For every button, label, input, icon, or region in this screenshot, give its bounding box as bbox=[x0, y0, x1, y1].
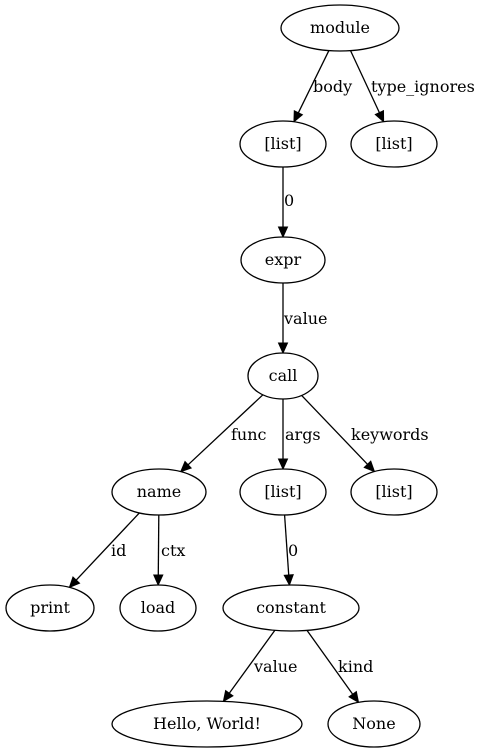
arrowhead-icon bbox=[179, 460, 193, 473]
edge-call-to-name: func bbox=[179, 394, 267, 473]
edge-label: body bbox=[313, 77, 352, 96]
edge-expr-to-call: value bbox=[277, 283, 327, 355]
edge-list3-to-constant: 0 bbox=[283, 514, 298, 587]
node-constant: constant bbox=[222, 584, 360, 632]
edge-line bbox=[306, 629, 354, 695]
nodes-layer: module [list] [list] expr call name [list] [lis… bbox=[5, 4, 438, 748]
node-label: constant bbox=[256, 598, 326, 617]
arrowhead-icon bbox=[374, 109, 385, 123]
edge-label: kind bbox=[338, 657, 373, 676]
node-expr: expr bbox=[240, 236, 326, 284]
edge-name-to-load: ctx bbox=[153, 514, 185, 587]
edge-list1-to-expr: 0 bbox=[277, 167, 294, 239]
node-ellipse bbox=[350, 468, 438, 516]
node-label: [list] bbox=[264, 482, 301, 501]
node-hello: Hello, World! bbox=[111, 700, 303, 748]
node-list4: [list] bbox=[350, 468, 438, 516]
edge-line bbox=[228, 629, 276, 694]
edge-label: 0 bbox=[284, 191, 294, 210]
edge-label: id bbox=[111, 541, 126, 560]
edge-line bbox=[349, 50, 380, 113]
node-ellipse bbox=[327, 700, 421, 748]
edge-label: ctx bbox=[161, 541, 185, 560]
node-ellipse bbox=[239, 120, 327, 168]
arrowhead-icon bbox=[283, 574, 294, 587]
arrowhead-icon bbox=[153, 574, 164, 587]
edge-constant-to-none: kind bbox=[306, 629, 373, 704]
edge-module-to-list1: body bbox=[293, 50, 352, 123]
arrowhead-icon bbox=[293, 110, 304, 123]
node-print: print bbox=[5, 584, 95, 632]
edge-label: 0 bbox=[288, 541, 298, 560]
edge-label: value bbox=[283, 309, 327, 328]
edge-constant-to-hello: value bbox=[222, 629, 297, 703]
edge-label: keywords bbox=[351, 425, 429, 444]
arrowhead-icon bbox=[277, 226, 289, 239]
edge-line bbox=[297, 50, 330, 114]
node-label: call bbox=[269, 366, 298, 385]
node-none: None bbox=[327, 700, 421, 748]
edge-call-to-list3: args bbox=[277, 399, 321, 471]
edge-module-to-list2: type_ignores bbox=[349, 50, 475, 123]
edge-label: value bbox=[253, 657, 297, 676]
edge-call-to-list4: keywords bbox=[301, 395, 429, 473]
node-label: [list] bbox=[375, 482, 412, 501]
node-ellipse bbox=[240, 236, 326, 284]
arrowhead-icon bbox=[348, 690, 360, 704]
edge-label: type_ignores bbox=[371, 77, 475, 96]
edges-layer: body type_ignores 0 value func args keywords id… bbox=[68, 50, 475, 704]
edge-line bbox=[187, 394, 264, 466]
node-label: None bbox=[352, 714, 395, 733]
node-label: load bbox=[141, 598, 176, 617]
edge-line bbox=[301, 395, 368, 465]
node-label: name bbox=[137, 482, 181, 501]
edge-line bbox=[283, 514, 290, 576]
arrowhead-icon bbox=[277, 342, 289, 355]
node-ellipse bbox=[111, 468, 207, 516]
arrowhead-icon bbox=[68, 576, 81, 589]
edge-label: args bbox=[285, 425, 321, 444]
node-ellipse bbox=[239, 468, 327, 516]
node-ellipse bbox=[280, 4, 400, 52]
node-label: module bbox=[310, 18, 370, 37]
node-ellipse bbox=[222, 584, 360, 632]
node-list3: [list] bbox=[239, 468, 327, 516]
node-module: module bbox=[280, 4, 400, 52]
edge-label: func bbox=[231, 425, 267, 444]
arrowhead-icon bbox=[222, 689, 234, 703]
node-load: load bbox=[119, 584, 197, 632]
node-label: [list] bbox=[264, 134, 301, 153]
node-ellipse bbox=[119, 584, 197, 632]
node-label: Hello, World! bbox=[153, 714, 261, 733]
arrowhead-icon bbox=[277, 458, 289, 471]
node-list1: [list] bbox=[239, 120, 327, 168]
edge-line bbox=[75, 512, 140, 581]
node-label: [list] bbox=[375, 134, 412, 153]
node-call: call bbox=[247, 352, 319, 400]
edge-line bbox=[157, 514, 160, 576]
node-label: expr bbox=[265, 250, 302, 269]
arrowhead-icon bbox=[363, 460, 376, 473]
node-label: print bbox=[30, 598, 70, 617]
node-ellipse bbox=[350, 120, 438, 168]
edge-name-to-print: id bbox=[68, 512, 140, 589]
node-list2: [list] bbox=[350, 120, 438, 168]
node-ellipse bbox=[247, 352, 319, 400]
node-ellipse bbox=[111, 700, 303, 748]
node-ellipse bbox=[5, 584, 95, 632]
node-name: name bbox=[111, 468, 207, 516]
